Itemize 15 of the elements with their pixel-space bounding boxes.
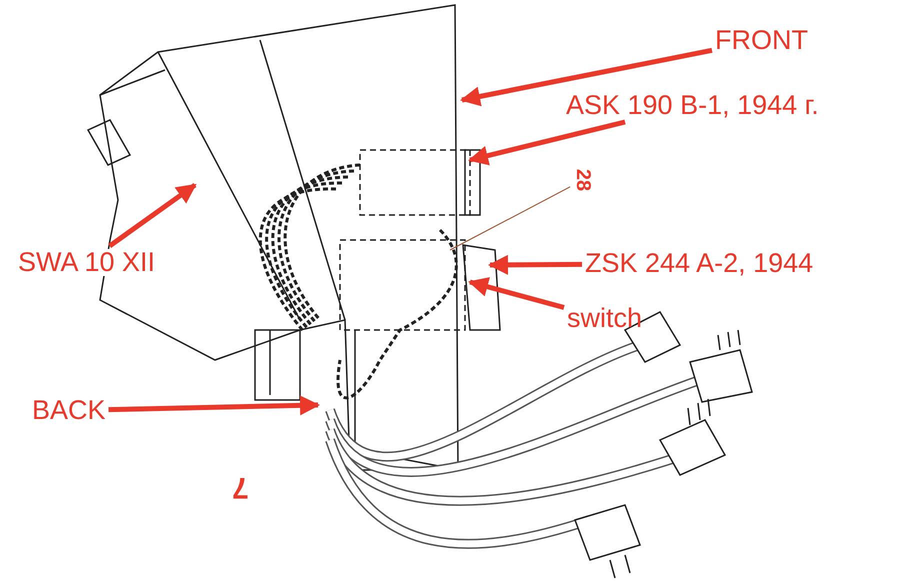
callout-label: ZSK 244 A-2, 1944 [585,250,814,277]
arrow [108,182,197,248]
arrow [468,277,565,310]
arrow [108,395,320,416]
leader-line [450,186,571,250]
callout-label: FRONT [715,27,808,54]
part-number: 7 [232,470,249,504]
callout-label: BACK [32,397,106,424]
callout-label: switch [567,305,642,332]
arrow [488,254,582,275]
callout-label: ASK 190 B-1, 1944 г. [566,92,819,119]
arrow [460,48,712,106]
callout-number: 28 [573,168,594,192]
arrow [468,120,626,166]
callout-label: SWA 10 XII [18,249,156,276]
